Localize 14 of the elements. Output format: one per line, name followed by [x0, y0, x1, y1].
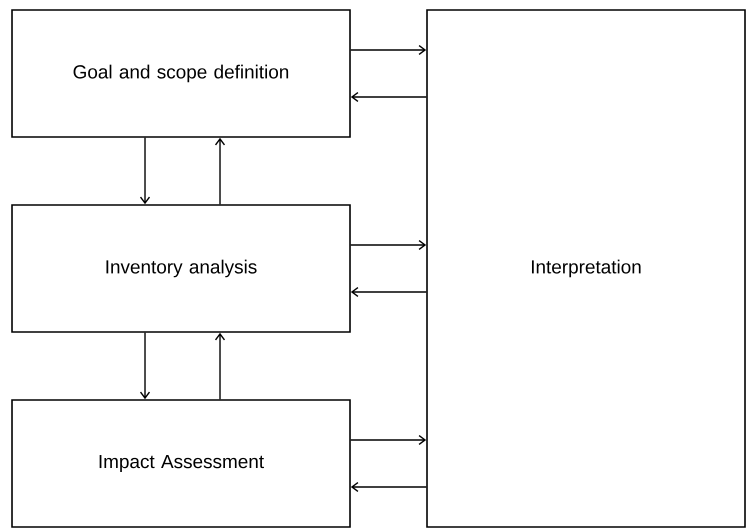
process-box: Goal and scope definition: [11, 9, 351, 138]
arrow: [350, 92, 426, 102]
process-box: Impact Assessment: [11, 399, 351, 528]
arrow: [350, 240, 426, 250]
arrow: [214, 138, 226, 204]
arrow: [350, 482, 426, 492]
arrow: [140, 138, 150, 204]
arrow: [350, 44, 426, 56]
arrow: [350, 434, 426, 446]
process-box: Inventory analysis: [11, 204, 351, 333]
arrow: [214, 332, 226, 400]
arrow: [350, 286, 426, 298]
process-box: Interpretation: [426, 9, 746, 528]
arrow: [140, 332, 150, 400]
